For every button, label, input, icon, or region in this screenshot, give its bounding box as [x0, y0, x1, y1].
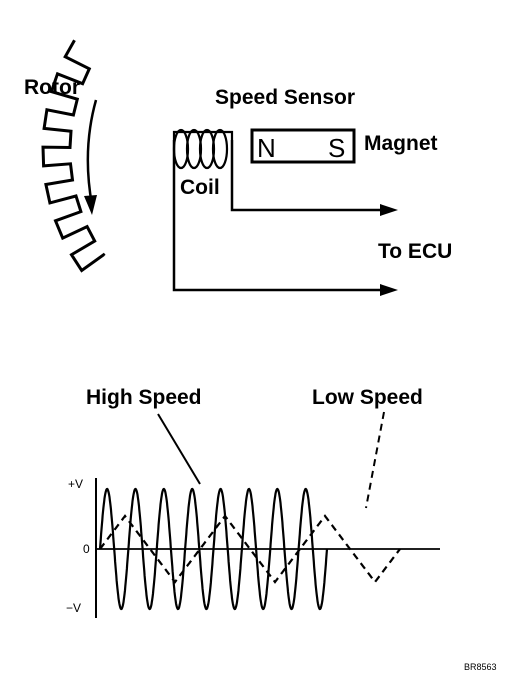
low-speed-leader — [365, 411, 385, 509]
magnet-pole-n: N — [257, 133, 276, 163]
y-axis-zero-label: 0 — [83, 542, 90, 556]
coil-label: Coil — [180, 176, 220, 199]
high-speed-leader — [157, 413, 201, 485]
upper-lead-arrowhead-icon — [380, 204, 398, 216]
rotation-arrow-icon — [86, 99, 98, 206]
high-speed-wave — [98, 487, 329, 611]
figure-code: BR8563 — [464, 662, 497, 672]
coil-icon — [172, 128, 234, 170]
rotor-teeth — [41, 39, 106, 273]
y-axis-plus-v-label: +V — [68, 477, 83, 491]
high-speed-label: High Speed — [86, 386, 202, 409]
lower-lead-wire — [172, 140, 382, 292]
rotor-label: Rotor — [24, 76, 80, 99]
speed-sensor-label: Speed Sensor — [215, 86, 355, 109]
rotation-arrowhead-icon — [84, 195, 97, 215]
low-speed-label: Low Speed — [312, 386, 423, 409]
magnet-pole-s: S — [328, 133, 345, 163]
magnet-body — [250, 128, 356, 164]
lower-lead-arrowhead-icon — [380, 284, 398, 296]
magnet-label: Magnet — [364, 132, 438, 155]
to-ecu-label: To ECU — [378, 240, 452, 263]
upper-lead-wire — [230, 140, 382, 212]
low-speed-wave — [99, 514, 401, 584]
y-axis-minus-v-label: −V — [66, 601, 81, 615]
